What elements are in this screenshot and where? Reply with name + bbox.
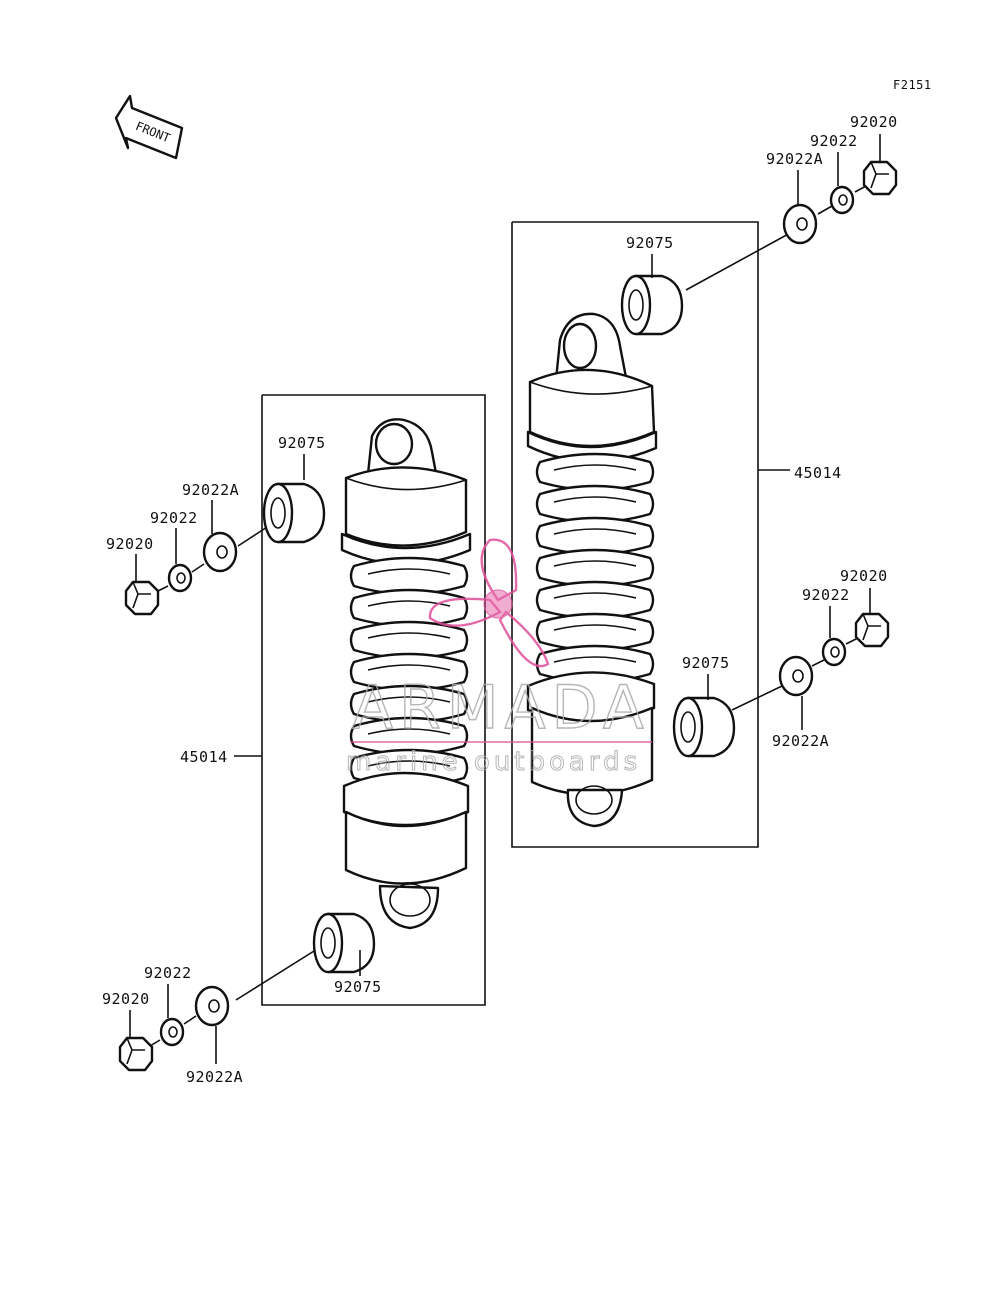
- watermark-brand: ARMADA: [352, 673, 650, 743]
- label-92020-right-bottom: 92020: [840, 567, 888, 585]
- left-bottom-washer: [159, 1017, 185, 1047]
- left-shock-top-cap: [340, 466, 472, 566]
- left-top-washer-a: [202, 531, 238, 573]
- right-shock-body: [526, 671, 656, 828]
- label-92020-left-bottom: 92020: [102, 990, 150, 1008]
- label-92022a-left-top: 92022A: [182, 481, 239, 499]
- left-shock-group: 45014: [102, 394, 486, 1086]
- right-bottom-washer: [821, 637, 847, 667]
- label-92075-left-bottom: 92075: [334, 978, 382, 996]
- right-shock-spring: [535, 452, 655, 684]
- label-92075-right-bottom: 92075: [682, 654, 730, 672]
- left-assembly-frame: [261, 394, 486, 1006]
- label-92075-right-top: 92075: [626, 234, 674, 252]
- diagram-code: F2151: [893, 78, 932, 92]
- front-arrow-icon: FRONT: [114, 94, 184, 160]
- label-92020-right-top: 92020: [850, 113, 898, 131]
- label-45014-left: 45014: [180, 748, 228, 766]
- label-92075-left-top: 92075: [278, 434, 326, 452]
- left-top-collar: [262, 482, 326, 544]
- label-92022a-left-bottom: 92022A: [186, 1068, 243, 1086]
- watermark-tagline: marine outboards: [346, 747, 641, 777]
- right-top-washer: [829, 185, 855, 215]
- right-bottom-washer-a: [778, 655, 814, 697]
- left-top-nut: [124, 580, 160, 616]
- label-92022a-right-top: 92022A: [766, 150, 823, 168]
- label-92020-left-top: 92020: [106, 535, 154, 553]
- right-top-nut: [862, 160, 898, 196]
- label-92022-left-bottom: 92022: [144, 964, 192, 982]
- left-bottom-nut: [118, 1036, 154, 1072]
- right-shock-top-cap: [526, 368, 658, 463]
- right-bottom-collar: [672, 696, 736, 758]
- right-top-collar: [620, 274, 684, 336]
- right-shock-group: 45014: [511, 113, 898, 848]
- watermark: ARMADA marine outboards: [346, 538, 652, 778]
- label-92022-right-bottom: 92022: [802, 586, 850, 604]
- left-bottom-collar: [312, 912, 376, 974]
- label-92022a-right-bottom: 92022A: [772, 732, 829, 750]
- label-92022-right-top: 92022: [810, 132, 858, 150]
- left-bottom-washer-a: [194, 985, 230, 1027]
- right-assembly-frame: [511, 221, 759, 848]
- left-shock-body: [342, 771, 470, 930]
- right-bottom-nut: [854, 612, 890, 648]
- propeller-logo-icon: [428, 538, 550, 668]
- left-top-washer: [167, 563, 193, 593]
- right-top-washer-a: [782, 203, 818, 245]
- label-45014-right: 45014: [794, 464, 842, 482]
- label-92022-left-top: 92022: [150, 509, 198, 527]
